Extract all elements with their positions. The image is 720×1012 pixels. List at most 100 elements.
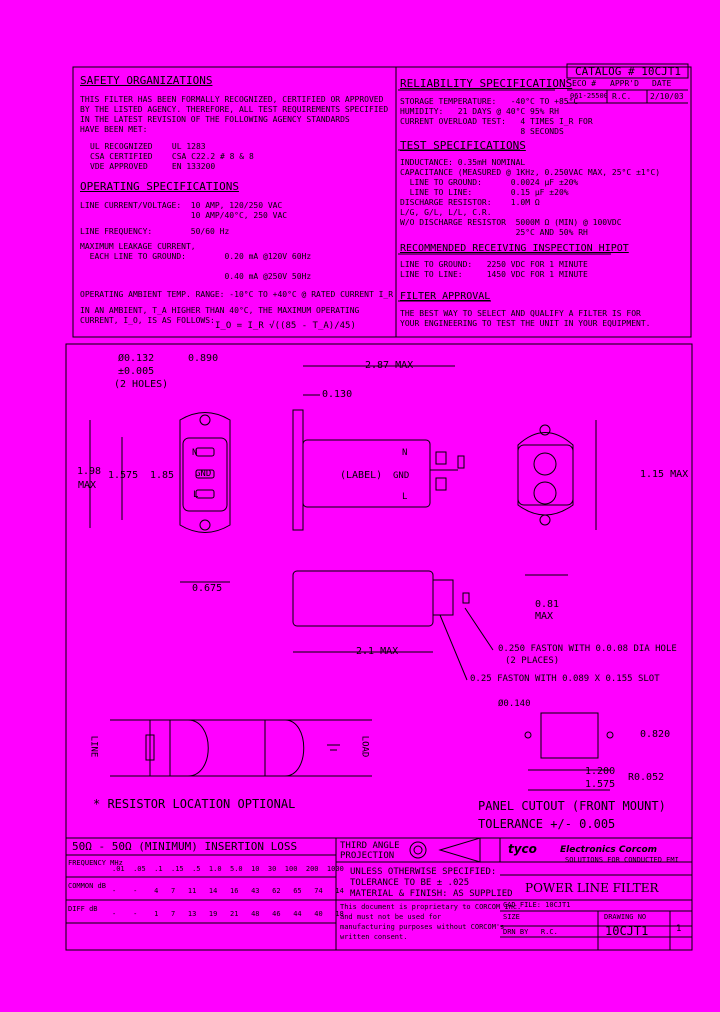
tolerance-note-2: TOLERANCE TO BE ± .025 [350,878,470,888]
dim-hole-tol: ±0.005 [118,366,155,377]
dim-1200: 1.200 [585,766,616,777]
size-label: SIZE [503,913,520,921]
operating-line-8: OPERATING AMBIENT TEMP. RANGE: -10°C TO … [80,290,394,299]
row-dm-values: - - 1 7 13 19 21 48 46 44 40 18 [112,910,344,918]
tolerance-note-1: UNLESS OTHERWISE SPECIFIED: [350,867,497,877]
dim-890: 0.890 [188,353,219,364]
catalog-sub-3: DATE [652,79,672,88]
dim-198: 1.98 [77,466,102,477]
catalog-sub-1: ECO # [572,79,597,88]
approval-heading: FILTER APPROVAL [400,291,491,302]
spec-frame [72,66,692,338]
pin-n: N [192,448,198,458]
operating-line-3: LINE FREQUENCY: 50/60 Hz [80,227,230,236]
test-heading: TEST SPECIFICATIONS [400,139,526,152]
operating-line-10: CURRENT, I_O, IS AS FOLLOWS: [80,316,215,325]
corcom-logo: Electronics Corcom [560,845,658,855]
row-dm-label: DIFF dB [68,905,98,913]
projection-label-2: PROJECTION [340,851,395,861]
test-line-5: DISCHARGE RESISTOR: 1.0M Ω [400,198,540,207]
approval-line-1: THE BEST WAY TO SELECT AND QUALIFY A FIL… [400,309,641,318]
panel-cutout-title: PANEL CUTOUT (FRONT MOUNT) [478,799,666,813]
label-box: (LABEL) [340,470,383,481]
safety-heading: SAFETY ORGANIZATIONS [80,74,213,87]
reliability-line-2: HUMIDITY: 21 DAYS @ 40°C 95% RH [400,107,559,116]
dim-81: 0.81 [535,599,560,610]
operating-line-9: IN AN AMBIENT, T_A HIGHER THAN 40°C, THE… [80,306,360,315]
reliability-line-1: STORAGE TEMPERATURE: -40°C TO +85°C [400,97,579,106]
drawing-no-label: DRAWING NO [604,913,647,921]
test-line-3: LINE TO GROUND: 0.0024 μF ±20% [400,178,579,187]
pin-l: L [193,490,199,500]
tyco-logo: tyco [508,842,537,856]
dim-130: 0.130 [322,389,353,400]
test-line-2: CAPACITANCE (MEASURED @ 1KHz, 0.250VAC M… [400,168,661,177]
reliability-line-4: 8 SECONDS [400,127,564,136]
side-pin-gnd: GND [393,471,410,481]
dim-185: 1.85 [150,470,175,481]
drawing-number: 10CJT1 [605,924,649,938]
faston-125: 0.25 FASTON WITH 0.089 X 0.155 SLOT [470,674,660,684]
dim-820: 0.820 [640,729,671,740]
test-line-1: INDUCTANCE: 0.35mH NOMINAL [400,158,526,167]
sheet-number: 1 [676,924,682,934]
dim-287: 2.87 MAX [365,360,414,371]
schematic-line: LINE [88,735,99,758]
dim-115: 1.15 MAX [640,469,689,480]
dim-675: 0.675 [192,583,223,594]
row-cm-values: - - 4 7 11 14 16 43 62 65 74 14 [112,887,344,895]
row-cm-label: COMMON dB [68,882,106,890]
drawing-title: POWER LINE FILTER [525,881,659,895]
faston-250: 0.250 FASTON WITH 0.0.08 DIA HOLE [498,644,677,654]
catalog-sub-2: APPR'D [610,79,639,88]
pin-gnd: GND [195,469,212,479]
side-pin-n: N [402,448,408,458]
catalog-cell-3: 2/10/03 [650,92,684,101]
operating-line-5: EACH LINE TO GROUND: 0.20 mA @120V 60Hz [80,252,312,261]
dim-hole-count: (2 HOLES) [114,379,169,390]
approval-line-2: YOUR ENGINEERING TO TEST THE UNIT IN YOU… [400,319,651,328]
proprietary-2: and must not be used for [340,913,442,921]
projection-label: THIRD ANGLE [340,841,400,851]
insertion-loss-title: 50Ω - 50Ω (MINIMUM) INSERTION LOSS [72,840,298,853]
dim-21: 2.1 MAX [356,646,399,657]
safety-line-5: UL RECOGNIZED UL 1283 [90,142,206,151]
test-line-4: LINE TO LINE: 0.15 μF ±20% [400,188,569,197]
operating-heading: OPERATING SPECIFICATIONS [80,180,239,193]
catalog-number: CATALOG # 10CJT1 [575,65,681,78]
dim-198-max: MAX [78,480,97,491]
proprietary-3: manufacturing purposes without CORCOM's [340,923,505,931]
drn-by: DRN BY R.C. [503,928,558,936]
test-line-8: 25°C AND 50% RH [400,228,588,237]
proprietary-1: This document is proprietary to CORCOM I… [340,903,522,911]
derating-formula: I_O = I_R √((85 - T_A)/45) [215,321,356,331]
dim-81-max: MAX [535,611,554,622]
safety-line-6: CSA CERTIFIED CSA C22.2 # 8 & 8 [90,152,254,161]
side-pin-l: L [402,492,408,502]
brand-tagline: SOLUTIONS FOR CONDUCTED EMI [565,856,679,864]
row-freq-values: .01 .05 .1 .15 .5 1.0 5.0 10 30 100 200 … [112,865,344,873]
cad-file: CAD FILE: 10CJT1 [503,901,571,909]
operating-line-1: LINE CURRENT/VOLTAGE: 10 AMP, 120/250 VA… [80,201,283,210]
faston-places: (2 PLACES) [505,656,560,666]
safety-line-3: IN THE LATEST REVISION OF THE FOLLOWING … [80,115,350,124]
reliability-line-3: CURRENT OVERLOAD TEST: 4 TIMES I_R FOR [400,117,593,126]
test-line-7: W/O DISCHARGE RESISTOR 5000M Ω (MIN) @ 1… [400,218,622,227]
operating-line-2: 10 AMP/40°C, 250 VAC [80,211,288,220]
dim-1575b: 1.575 [585,779,616,790]
safety-line-2: BY THE LISTED AGENCY. THEREFORE, ALL TES… [80,105,389,114]
operating-line-7: 0.40 mA @250V 50Hz [80,272,312,281]
panel-tolerance: TOLERANCE +/- 0.005 [478,817,616,831]
safety-line-7: VDE APPROVED EN 133200 [90,162,216,171]
safety-line-4: HAVE BEEN MET: [80,125,148,134]
proprietary-4: written consent. [340,933,408,941]
resistor-note: * RESISTOR LOCATION OPTIONAL [93,797,296,811]
hipot-heading: RECOMMENDED RECEIVING INSPECTION HIPOT [400,243,629,254]
hipot-line-1: LINE TO GROUND: 2250 VDC FOR 1 MINUTE [400,260,588,269]
test-line-6: L/G, G/L, L/L, C.R. [400,208,492,217]
dim-r052: R0.052 [628,772,665,783]
row-freq-label: FREQUENCY MHz [68,859,123,867]
catalog-cell-2: R.C. [612,92,632,101]
